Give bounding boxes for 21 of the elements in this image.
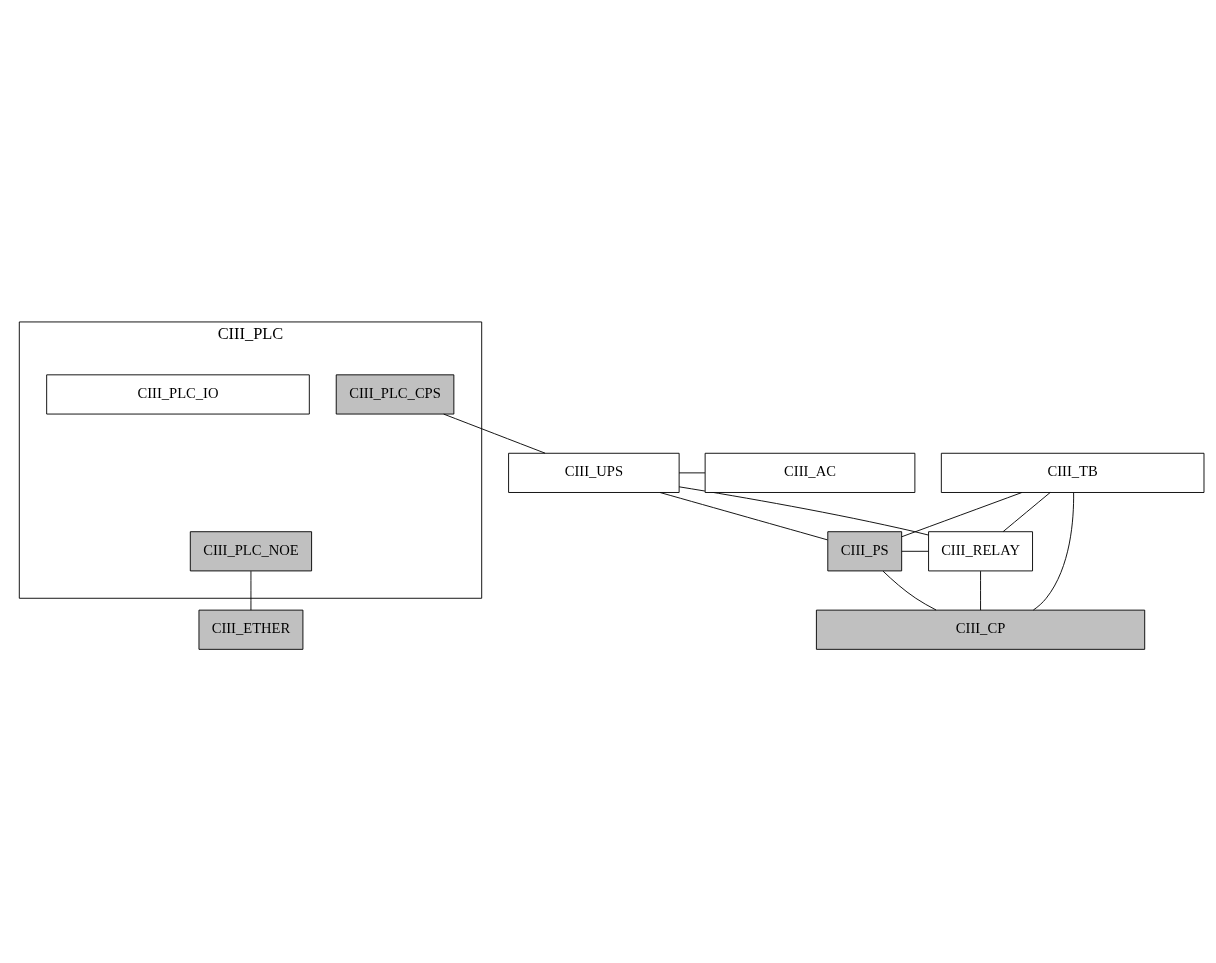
connector <box>980 570 981 611</box>
connector <box>882 570 937 610</box>
connector <box>1002 491 1051 532</box>
node-box: CIII_PS <box>827 530 903 571</box>
node-box: CIII_TB <box>940 452 1205 493</box>
node-box: CIII_PLC_CPS <box>335 373 455 414</box>
connector <box>1032 491 1075 610</box>
connector <box>901 550 929 552</box>
connector <box>250 570 252 611</box>
connector <box>678 485 929 535</box>
node-box: CIII_RELAY <box>928 530 1033 571</box>
node-box: CIII_UPS <box>508 452 680 493</box>
connector <box>678 471 706 473</box>
connector <box>443 413 546 454</box>
node-box: CIII_PLC_NOE <box>189 530 313 571</box>
node-box: CIII_AC <box>704 452 916 493</box>
node-box: CIII_PLC_IO <box>46 373 310 414</box>
connector <box>659 491 828 540</box>
node-box: CIII_ETHER <box>198 609 304 650</box>
connector <box>901 491 1023 537</box>
node-box: CIII_CP <box>815 609 1146 650</box>
